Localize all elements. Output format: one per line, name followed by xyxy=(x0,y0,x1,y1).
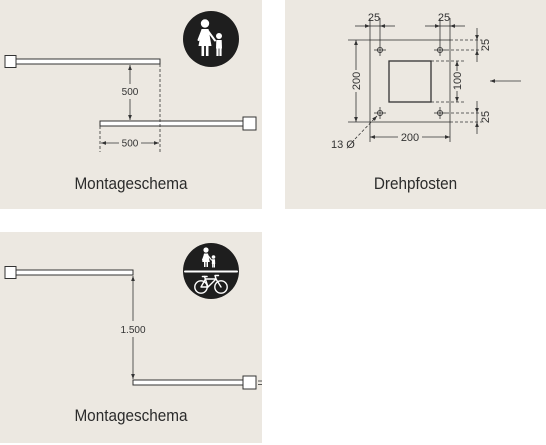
barrier-top-bar xyxy=(15,269,134,276)
dimension-label-post: 100 xyxy=(452,72,464,90)
adult-arm-right xyxy=(207,30,216,42)
dimension-top-left: 25 xyxy=(355,12,395,28)
adult-figure xyxy=(197,19,216,56)
vertical-dimension-label: 1.500 xyxy=(120,325,145,336)
dimension-top-right: 25 xyxy=(425,12,465,28)
montageschema-shared-path-panel: 1.500 xyxy=(0,232,262,443)
vertical-dimension: 1.500 xyxy=(120,276,146,379)
dimension-right-top: 25 xyxy=(475,28,492,62)
child-leg-right xyxy=(219,48,222,56)
hole-diameter-label: 13 Ø xyxy=(331,139,355,151)
barrier-top-bar xyxy=(15,58,161,65)
barrier-bottom-bar xyxy=(132,379,244,386)
child-head xyxy=(211,255,216,259)
panel-caption: Montageschema xyxy=(74,406,188,425)
child-leg-right xyxy=(213,264,215,268)
barrier-bottom-post xyxy=(242,116,257,131)
vertical-dimension: 500 xyxy=(122,65,139,120)
vertical-dimension-label: 500 xyxy=(122,87,139,98)
footpath-barrier-layout-drawing: 500 500 xyxy=(4,11,257,152)
barrier-bottom xyxy=(132,375,262,390)
pedestrian-symbol xyxy=(201,247,216,268)
bicycle-handlebar xyxy=(214,274,220,280)
horizontal-dimension-label: 500 xyxy=(122,139,139,150)
mounting-hole-bottom-right xyxy=(434,107,446,119)
barrier-top-post xyxy=(4,266,17,279)
dimension-plate-width: 200 xyxy=(370,132,450,144)
adult-leg-left xyxy=(201,46,205,56)
barrier-bottom-post xyxy=(242,375,257,390)
dimension-label-plate-width: 200 xyxy=(401,132,419,144)
hole-diameter-callout: 13 Ø xyxy=(331,115,378,151)
child-leg-left xyxy=(212,264,214,268)
bicycle-fork xyxy=(215,278,222,288)
dimension-label-top-left: 25 xyxy=(368,12,380,24)
child-head xyxy=(216,33,222,39)
base-plate-outline xyxy=(369,39,451,123)
adult-leg-right xyxy=(205,46,209,56)
adult-head xyxy=(203,247,209,253)
pedestrian-sign-icon xyxy=(183,11,239,67)
dimension-label-top-right: 25 xyxy=(438,12,450,24)
sign-disc xyxy=(183,11,239,67)
mounting-hole-top-right xyxy=(434,44,446,56)
adult-arm-left xyxy=(201,254,206,261)
barrier-top xyxy=(4,266,134,279)
dimension-label-right-top: 25 xyxy=(480,39,492,51)
child-body xyxy=(216,40,222,49)
mounting-hole-bottom-left xyxy=(374,107,386,119)
adult-head xyxy=(200,19,210,28)
bicycle-seat-post xyxy=(203,275,209,288)
montageschema-footpath-panel: 500 500 Montageschema xyxy=(0,0,262,209)
mounting-hole-top-left xyxy=(374,44,386,56)
barrier-top xyxy=(4,55,161,68)
barrier-top-post xyxy=(4,55,17,68)
horizontal-dimension: 500 xyxy=(101,139,159,150)
barrier-bottom-bar xyxy=(99,120,244,127)
adult-leg-left xyxy=(204,262,206,267)
bicycle-front-wheel xyxy=(214,280,228,294)
panel-caption: Montageschema xyxy=(74,174,188,193)
dimension-label-right-bottom: 25 xyxy=(480,111,492,123)
dimension-label-plate-height: 200 xyxy=(351,72,363,90)
adult-arm-left xyxy=(197,30,203,41)
shared-path-barrier-layout-drawing: 1.500 xyxy=(4,243,262,390)
dimension-post: 100 xyxy=(452,61,464,102)
dimension-plate-height: 200 xyxy=(351,40,363,122)
panel-caption: Drehpfosten xyxy=(373,174,458,193)
bicycle-symbol xyxy=(194,274,228,294)
adult-leg-right xyxy=(206,262,208,267)
pedestrian-bicycle-sign-icon xyxy=(183,243,239,299)
child-leg-left xyxy=(216,48,219,56)
drehpfosten-base-plate-drawing: 25 25 200 100 25 25 xyxy=(331,12,521,151)
adult-arm-right xyxy=(206,254,213,261)
barrier-bottom xyxy=(99,116,257,131)
post-square-outline xyxy=(388,60,432,103)
extension-lines xyxy=(99,64,161,152)
drehpfosten-panel: 25 25 200 100 25 25 xyxy=(285,0,546,209)
leader-line xyxy=(354,115,378,140)
child-figure xyxy=(216,33,222,56)
dimension-right-bottom: 25 xyxy=(475,101,492,134)
child-body xyxy=(211,259,216,264)
